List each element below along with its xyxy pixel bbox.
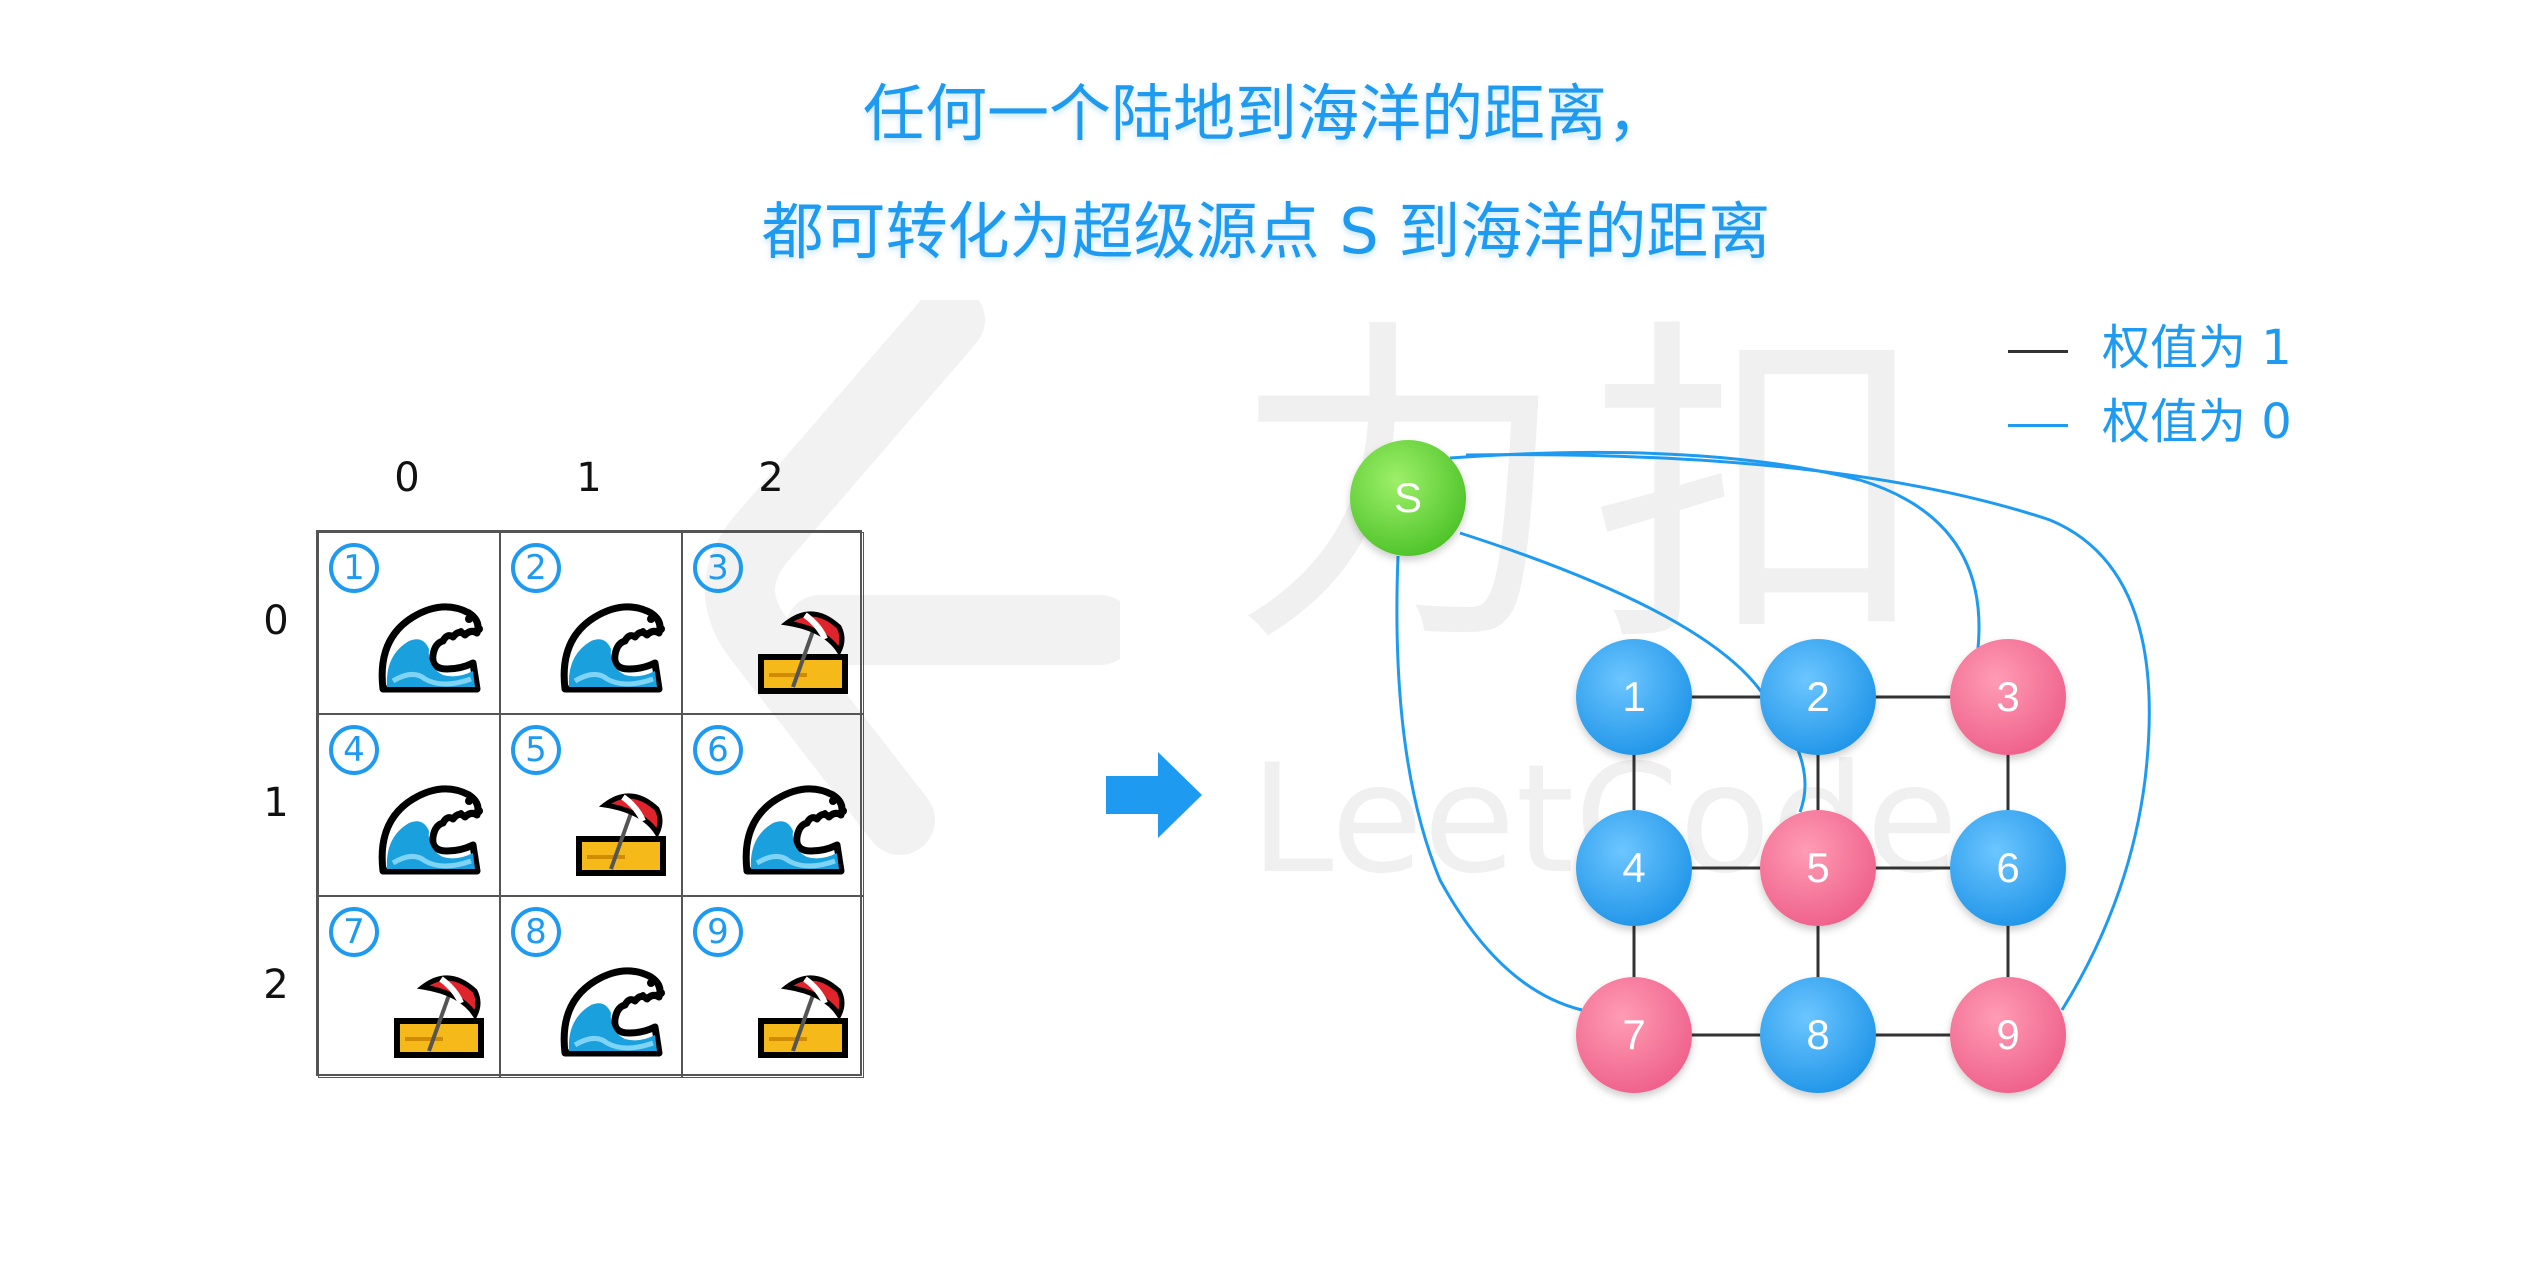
ocean-wave-icon: [737, 771, 853, 885]
graph-node-source: S: [1350, 440, 1466, 556]
row-label: 1: [263, 780, 289, 826]
edge-weight-0-S-7: [1395, 555, 1583, 1012]
cell-number: 4: [329, 725, 379, 775]
legend-swatch-weight-0: [2008, 423, 2068, 427]
graph-node-4-label: 4: [1622, 844, 1645, 891]
graph-node-2-label: 2: [1806, 673, 1829, 720]
cell-number: 1: [329, 543, 379, 593]
graph-node-5: 5: [1760, 810, 1876, 926]
legend-weight-1: 权值为 1: [2008, 318, 2292, 378]
row-label: 2: [263, 962, 289, 1008]
col-label: 2: [758, 455, 784, 501]
graph-node-7-circle: [1576, 977, 1692, 1093]
beach-umbrella-icon: [753, 599, 853, 703]
ocean-wave-icon: [373, 771, 489, 885]
cell-number: 7: [329, 907, 379, 957]
edge-weight-0-S-5: [1459, 531, 1807, 813]
leetcode-logo-watermark: [700, 285, 1135, 864]
ocean-wave-icon: [555, 953, 671, 1067]
graph-node-5-circle: [1760, 810, 1876, 926]
right-arrow-icon: [1106, 750, 1206, 844]
grid-cell: 2: [500, 532, 682, 714]
beach-umbrella-icon: [389, 963, 489, 1067]
graph-node-5-label: 5: [1806, 844, 1829, 891]
graph-node-3-circle: [1950, 639, 2066, 755]
grid-cell: 9: [682, 896, 864, 1078]
cell-number: 5: [511, 725, 561, 775]
grid-cell: 6: [682, 714, 864, 896]
watermark-cn: 力扣: [1230, 292, 1950, 688]
grid-cell: 8: [500, 896, 682, 1078]
legend-swatch-weight-1: [2008, 349, 2068, 353]
graph-node-1: 1: [1576, 639, 1692, 755]
cell-number: 8: [511, 907, 561, 957]
graph-node-9-label: 9: [1996, 1011, 2019, 1058]
grid-cell: 5: [500, 714, 682, 896]
graph-node-9-circle: [1950, 977, 2066, 1093]
graph-node-2-circle: [1760, 639, 1876, 755]
graph-node-7-label: 7: [1622, 1011, 1645, 1058]
beach-umbrella-icon: [571, 781, 671, 885]
legend-label-weight-0: 权值为 0: [2102, 394, 2292, 450]
grid-cell: 7: [318, 896, 500, 1078]
beach-umbrella-icon: [753, 963, 853, 1067]
graph-node-8-label: 8: [1806, 1011, 1829, 1058]
graph-node-source-circle: [1350, 440, 1466, 556]
ocean-wave-icon: [373, 589, 489, 703]
title-line-2: 都可转化为超级源点 S 到海洋的距离: [761, 195, 1771, 268]
legend-label-weight-1: 权值为 1: [2102, 320, 2292, 376]
graph-node-6-label: 6: [1996, 844, 2019, 891]
graph-node-4-circle: [1576, 810, 1692, 926]
cell-number: 9: [693, 907, 743, 957]
grid-cell: 4: [318, 714, 500, 896]
legend-weight-0: 权值为 0: [2008, 392, 2292, 452]
ocean-wave-icon: [555, 589, 671, 703]
graph-node-2: 2: [1760, 639, 1876, 755]
graph-node-3: 3: [1950, 639, 2066, 755]
title-line-1: 任何一个陆地到海洋的距离，: [862, 77, 1669, 150]
graph-node-7: 7: [1576, 977, 1692, 1093]
graph-node-9: 9: [1950, 977, 2066, 1093]
grid-cell: 1: [318, 532, 500, 714]
cell-number: 2: [511, 543, 561, 593]
col-label: 0: [394, 455, 420, 501]
graph-node-3-label: 3: [1996, 673, 2019, 720]
graph-node-source-label: S: [1394, 474, 1422, 521]
cell-number: 6: [693, 725, 743, 775]
graph-node-8: 8: [1760, 977, 1876, 1093]
graph-node-6-circle: [1950, 810, 2066, 926]
edge-weight-0-S-9: [1465, 453, 2151, 1011]
graph-node-1-label: 1: [1622, 673, 1645, 720]
island-grid: 1 2 3 4 5 6 7 8 9: [316, 530, 864, 1078]
graph-node-6: 6: [1950, 810, 2066, 926]
graph-node-1-circle: [1576, 639, 1692, 755]
col-label: 1: [576, 455, 602, 501]
graph-node-8-circle: [1760, 977, 1876, 1093]
cell-number: 3: [693, 543, 743, 593]
grid-cell: 3: [682, 532, 864, 714]
graph-node-4: 4: [1576, 810, 1692, 926]
row-label: 0: [263, 598, 289, 644]
